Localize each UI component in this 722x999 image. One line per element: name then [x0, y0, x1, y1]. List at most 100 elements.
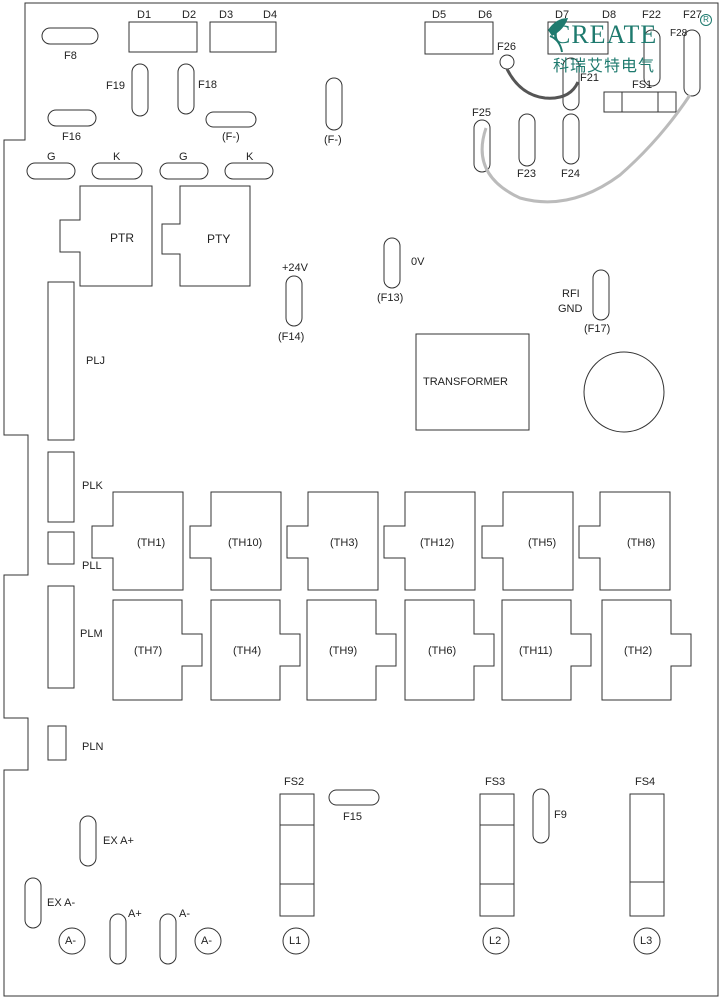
- fuse-f17: [592, 269, 610, 321]
- label-th7: (TH7): [134, 645, 163, 657]
- label-f23: F23: [517, 168, 536, 180]
- label-pty: PTY: [207, 232, 231, 246]
- label-fs4: FS4: [635, 776, 656, 788]
- connector-plk: [47, 451, 75, 523]
- label-pln: PLN: [82, 741, 104, 753]
- fuse-f21: [562, 57, 580, 111]
- label-th10: (TH10): [228, 537, 263, 549]
- transformer-block: [415, 333, 530, 431]
- label-th3: (TH3): [330, 537, 359, 549]
- label-th2: (TH2): [624, 645, 653, 657]
- label-g2: G: [179, 151, 188, 163]
- label-ptr: PTR: [110, 231, 134, 245]
- label-terminal-l2: L2: [489, 935, 502, 947]
- fuse-f14: [285, 275, 303, 327]
- fuse-ex-a-minus: [24, 877, 42, 929]
- label-k2: K: [246, 151, 254, 163]
- connector-plj: [47, 281, 75, 441]
- label-th8: (TH8): [627, 537, 656, 549]
- terminal-l1: [282, 927, 310, 955]
- label-d5: D5: [432, 9, 447, 21]
- label-rfi: RFI: [562, 288, 580, 300]
- thyristor-th4: [210, 599, 301, 701]
- board-outline: [3, 2, 719, 997]
- label-f15: F15: [343, 811, 362, 823]
- label-fs3: FS3: [485, 776, 506, 788]
- gate-pad-g2: [159, 162, 209, 180]
- create-leaf-icon: [548, 18, 568, 53]
- label-fminus-a: (F-): [222, 131, 240, 143]
- fuse-holder-fs1: [603, 91, 677, 113]
- label-plm: PLM: [80, 628, 103, 640]
- diode-block-d5-d6: [424, 21, 494, 55]
- label-f26: F26: [497, 41, 516, 53]
- thyristor-th12: [383, 491, 476, 591]
- gate-pad-k2: [224, 162, 274, 180]
- thyristor-th1: [91, 491, 184, 591]
- label-f14: (F14): [278, 331, 305, 343]
- label-k1: K: [113, 151, 121, 163]
- label-fs1: FS1: [632, 79, 653, 91]
- thyristor-th7: [112, 599, 203, 701]
- fuse-f16: [47, 109, 97, 127]
- label-th1: (TH1): [137, 537, 166, 549]
- fuse-f9: [532, 788, 550, 844]
- wire-dark: [505, 68, 580, 100]
- terminal-a-minus-1: [58, 927, 86, 955]
- label-exa-plus: EX A+: [103, 835, 134, 847]
- pad-a-minus: [159, 913, 177, 965]
- ptr-block: [59, 185, 153, 287]
- terminal-a-minus-2: [194, 927, 222, 955]
- thyristor-th10: [189, 491, 282, 591]
- label-th11: (TH11): [519, 645, 553, 657]
- fuse-f25: [473, 119, 491, 173]
- label-f21: F21: [580, 72, 599, 84]
- pad-a-plus: [109, 913, 127, 965]
- label-0v: 0V: [411, 256, 425, 268]
- label-fs2: FS2: [284, 776, 305, 788]
- diode-block-d7-d8: [547, 21, 609, 55]
- label-f8: F8: [64, 50, 77, 62]
- fuse-f23: [518, 113, 536, 167]
- fuse-f13: [383, 237, 401, 289]
- label-d7: D7: [555, 9, 570, 21]
- label-d3: D3: [219, 9, 234, 21]
- thyristor-th11: [501, 599, 592, 701]
- fuse-f22: [643, 29, 661, 87]
- label-f19: F19: [106, 80, 125, 92]
- label-d2: D2: [182, 9, 197, 21]
- logo-create-text: CREATE: [553, 20, 658, 49]
- label-f28: F28: [670, 28, 688, 39]
- label-fminus-b: (F-): [324, 134, 342, 146]
- thyristor-th5: [481, 491, 574, 591]
- label-g1: G: [47, 151, 56, 163]
- terminal-l2: [482, 927, 510, 955]
- label-plj: PLJ: [86, 355, 105, 367]
- label-f17: (F17): [584, 323, 611, 335]
- label-plk: PLK: [82, 480, 103, 492]
- diode-block-d1-d2: [128, 21, 198, 53]
- label-terminal-a-minus-2: A-: [201, 935, 212, 947]
- label-th12: (TH12): [420, 537, 455, 549]
- connector-pll: [47, 531, 75, 565]
- label-th5: (TH5): [528, 537, 557, 549]
- fuse-ex-a-plus: [79, 815, 97, 867]
- label-f18: F18: [198, 79, 217, 91]
- label-plus24v: +24V: [282, 262, 308, 274]
- label-f16: F16: [62, 131, 81, 143]
- label-exa-minus: EX A-: [47, 897, 76, 909]
- label-gnd: GND: [558, 303, 583, 315]
- label-f22: F22: [642, 9, 661, 21]
- label-d4: D4: [263, 9, 278, 21]
- label-a-minus: A-: [179, 908, 190, 920]
- fuse-holder-fs2: [279, 793, 315, 917]
- label-transformer: TRANSFORMER: [423, 376, 508, 388]
- fuse-f-minus-horizontal: [205, 111, 257, 128]
- fuse-f18: [177, 63, 195, 115]
- gate-pad-k1: [91, 162, 143, 180]
- round-capacitor: [583, 351, 665, 433]
- label-pll: PLL: [82, 560, 102, 572]
- fuse-f15: [328, 789, 380, 806]
- thyristor-th6: [404, 599, 495, 701]
